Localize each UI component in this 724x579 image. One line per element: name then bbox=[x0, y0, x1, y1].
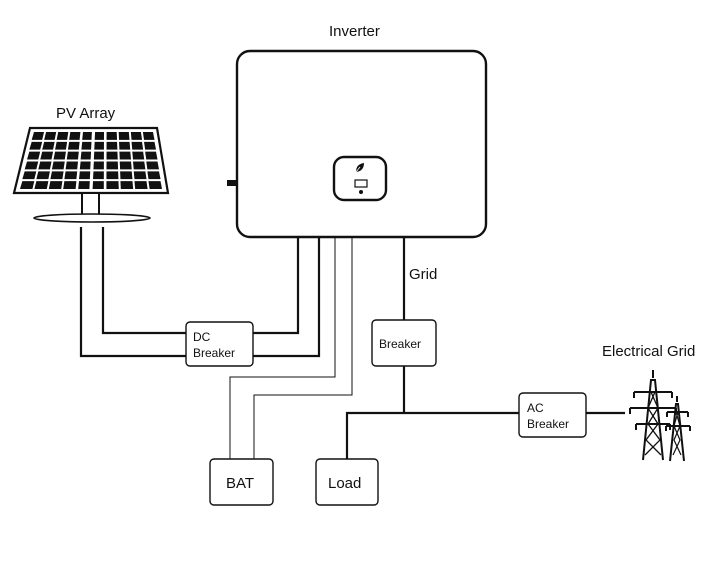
solar-cell bbox=[133, 161, 146, 170]
solar-cell bbox=[34, 181, 49, 189]
solar-cell bbox=[94, 132, 104, 140]
solar-cell bbox=[92, 181, 104, 189]
solar-cell bbox=[48, 181, 63, 189]
solar-cell bbox=[56, 132, 69, 140]
ac-breaker-line2: Breaker bbox=[527, 417, 569, 431]
dc-breaker-line1: DC bbox=[193, 330, 211, 344]
ac-breaker-line1: AC bbox=[527, 401, 544, 415]
dc-breaker-line2: Breaker bbox=[193, 346, 235, 360]
solar-panel-icon bbox=[12, 126, 170, 223]
solar-cell bbox=[82, 132, 92, 140]
dc-breaker-box: DC Breaker bbox=[185, 321, 254, 367]
solar-cell bbox=[93, 161, 104, 170]
solar-cell bbox=[148, 181, 162, 189]
solar-cell bbox=[53, 151, 66, 160]
solar-cell bbox=[36, 171, 50, 180]
solar-cell bbox=[55, 141, 68, 150]
battery-label: BAT bbox=[226, 475, 254, 492]
solar-cell bbox=[63, 181, 77, 189]
solar-cell bbox=[144, 141, 156, 150]
solar-cell bbox=[132, 151, 145, 160]
solar-cell bbox=[106, 181, 119, 189]
grid-breaker-label: Breaker bbox=[379, 337, 421, 351]
solar-cell bbox=[146, 161, 159, 170]
solar-cell bbox=[64, 171, 78, 180]
solar-cell bbox=[134, 181, 148, 189]
load-box: Load bbox=[315, 458, 379, 506]
solar-cell bbox=[81, 141, 92, 150]
load-label: Load bbox=[328, 475, 361, 492]
solar-cell bbox=[79, 171, 91, 180]
solar-cell bbox=[120, 181, 134, 189]
grid-wires bbox=[345, 237, 625, 459]
solar-cell bbox=[80, 151, 92, 160]
grid-breaker-box: Breaker bbox=[371, 319, 437, 367]
solar-cell bbox=[40, 151, 54, 160]
solar-cell bbox=[94, 141, 104, 150]
solar-cell bbox=[79, 161, 91, 170]
inverter-label: Inverter bbox=[329, 23, 380, 40]
grid-label: Grid bbox=[409, 266, 437, 283]
solar-cell bbox=[31, 132, 45, 140]
battery-wires bbox=[229, 237, 353, 459]
ac-breaker-box: AC Breaker bbox=[518, 392, 587, 438]
solar-cell bbox=[66, 151, 79, 160]
solar-cell bbox=[106, 171, 119, 180]
solar-cell bbox=[78, 181, 90, 189]
solar-cell bbox=[120, 171, 133, 180]
solar-cell bbox=[29, 141, 43, 150]
transmission-tower-icon bbox=[629, 370, 691, 462]
solar-cell bbox=[119, 151, 131, 160]
solar-cell bbox=[133, 171, 147, 180]
solar-cell bbox=[27, 151, 41, 160]
solar-cell bbox=[106, 141, 118, 150]
electrical-grid-label: Electrical Grid bbox=[602, 343, 695, 360]
solar-cell bbox=[118, 132, 130, 140]
pv-array-label: PV Array bbox=[56, 105, 116, 122]
solar-cell bbox=[130, 132, 143, 140]
solar-cell bbox=[42, 141, 55, 150]
solar-cell bbox=[106, 151, 118, 160]
solar-cell bbox=[131, 141, 144, 150]
dc-wires bbox=[79, 227, 321, 358]
leaf-icon bbox=[355, 163, 364, 173]
battery-box: BAT bbox=[209, 458, 274, 506]
solar-cell bbox=[67, 141, 80, 150]
solar-cell bbox=[93, 171, 104, 180]
solar-cell bbox=[69, 132, 81, 140]
solar-cell bbox=[20, 181, 35, 189]
solar-cell bbox=[51, 161, 65, 170]
solar-cell bbox=[119, 161, 132, 170]
solar-cell bbox=[119, 141, 131, 150]
solar-cell bbox=[106, 132, 118, 140]
solar-cell bbox=[65, 161, 78, 170]
solar-cell bbox=[44, 132, 57, 140]
solar-cell bbox=[22, 171, 37, 180]
solar-cell bbox=[93, 151, 104, 160]
solar-cell bbox=[147, 171, 161, 180]
inverter-icon bbox=[227, 49, 488, 239]
solar-cell bbox=[106, 161, 119, 170]
solar-cell bbox=[24, 161, 39, 170]
solar-cell bbox=[50, 171, 64, 180]
solar-cell bbox=[145, 151, 158, 160]
solar-cell bbox=[142, 132, 155, 140]
solar-cell bbox=[38, 161, 52, 170]
